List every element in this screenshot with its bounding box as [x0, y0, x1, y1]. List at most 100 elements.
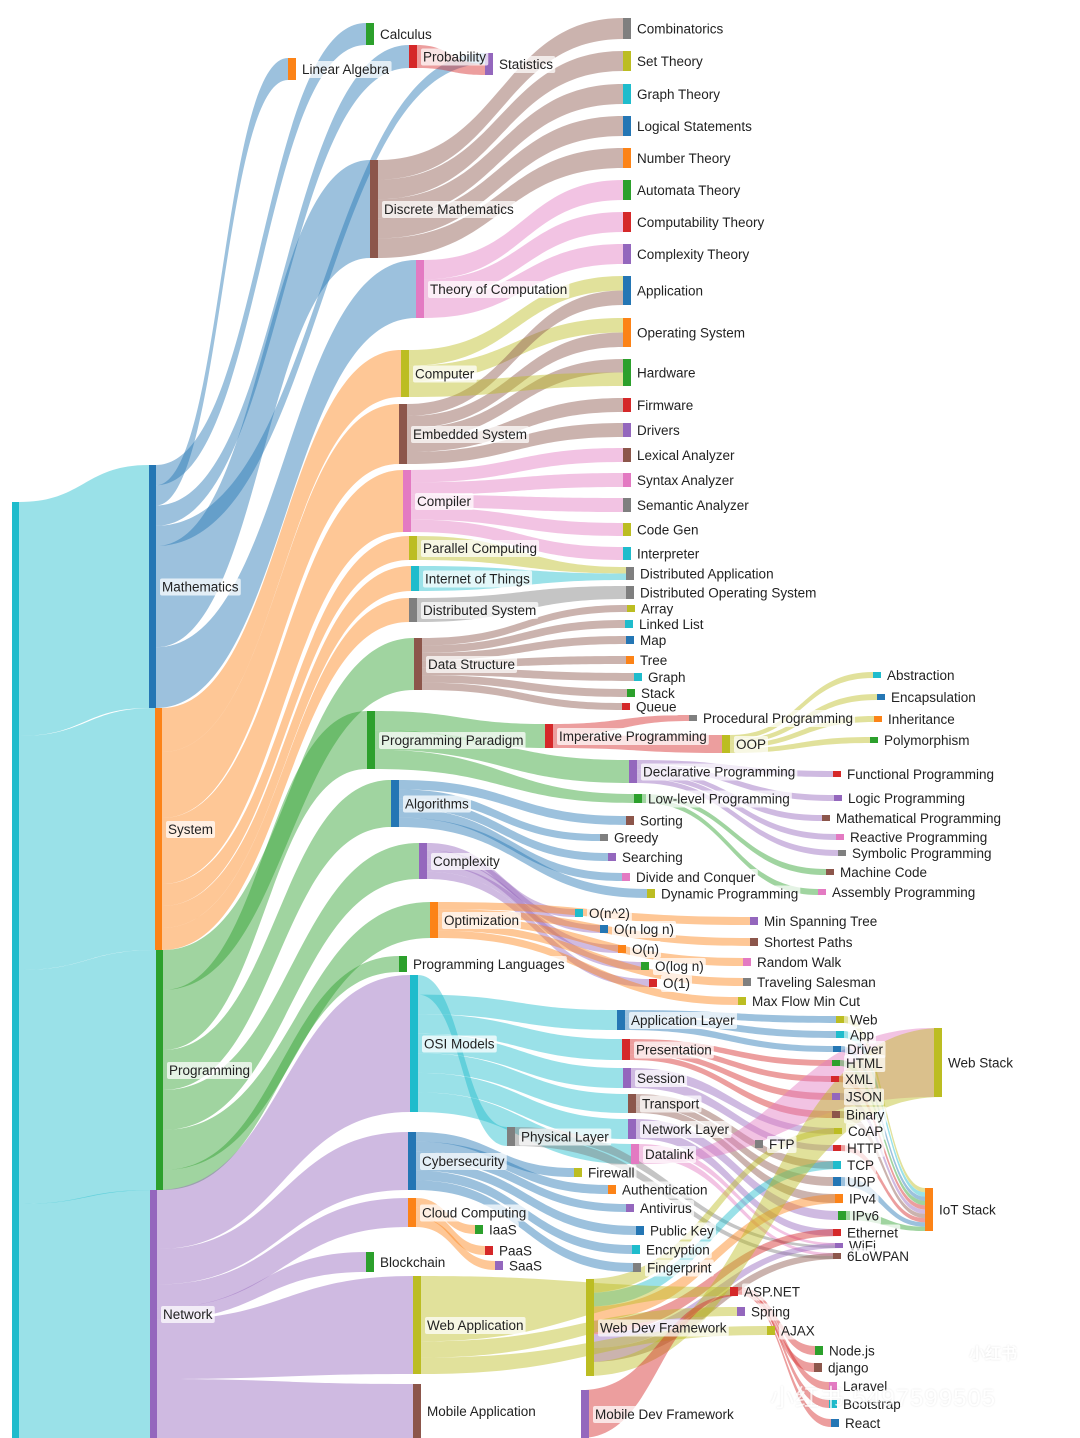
node-xml[interactable] [831, 1076, 839, 1082]
node-programming-paradigm[interactable] [367, 711, 375, 769]
node-theory-of-computation[interactable] [416, 260, 424, 318]
node-computability-theory[interactable] [623, 212, 631, 232]
node-computer[interactable] [401, 350, 409, 397]
node-imperative-programming[interactable] [545, 724, 553, 748]
node-set-theory[interactable] [623, 51, 631, 71]
node-o-n[interactable] [618, 945, 626, 953]
node-driver[interactable] [833, 1046, 841, 1052]
node-presentation[interactable] [622, 1039, 630, 1060]
node-traveling-salesman[interactable] [743, 978, 751, 986]
node-dynamic-programming[interactable] [647, 889, 655, 898]
node-distributed-application[interactable] [626, 567, 634, 580]
node-bootstrap[interactable] [829, 1400, 837, 1408]
node-distributed-operating-system[interactable] [626, 586, 634, 599]
node-transport[interactable] [628, 1094, 636, 1113]
node-procedural-programming[interactable] [689, 715, 697, 721]
node-syntax-analyzer[interactable] [623, 473, 631, 487]
node-o-log-n[interactable] [641, 962, 649, 970]
node-application[interactable] [623, 276, 631, 305]
node-oop[interactable] [722, 735, 730, 753]
node-optimization[interactable] [430, 902, 438, 938]
node-tree[interactable] [626, 656, 634, 664]
node-programming[interactable] [156, 950, 163, 1190]
node-operating-system[interactable] [623, 318, 631, 347]
node-html[interactable] [832, 1060, 840, 1066]
node-parallel-computing[interactable] [409, 536, 417, 560]
node-o-n-log-n[interactable] [600, 925, 608, 933]
node-o-1[interactable] [649, 979, 657, 987]
node-mobile-application[interactable] [413, 1384, 421, 1438]
node-coap[interactable] [834, 1128, 842, 1134]
node-drivers[interactable] [623, 423, 631, 437]
node-cybersecurity[interactable] [408, 1132, 416, 1190]
node-interpreter[interactable] [623, 547, 631, 560]
node-programming-languages[interactable] [399, 956, 407, 972]
node-functional-programming[interactable] [833, 771, 841, 777]
node-ipv4[interactable] [835, 1194, 843, 1203]
node-inheritance[interactable] [874, 716, 882, 722]
node-divide-and-conquer[interactable] [622, 873, 630, 881]
node-encapsulation[interactable] [877, 694, 885, 700]
node-mathematics[interactable] [149, 465, 156, 708]
node-web-stack[interactable] [934, 1028, 942, 1097]
node-asp-net[interactable] [730, 1287, 738, 1296]
node-o-n-2[interactable] [575, 909, 583, 917]
node-tcp[interactable] [833, 1161, 841, 1169]
node-queue[interactable] [622, 703, 630, 710]
node-saas[interactable] [495, 1261, 503, 1270]
node-mobile-dev-framework[interactable] [581, 1390, 589, 1438]
node-6lowpan[interactable] [833, 1253, 841, 1259]
node-data-structure[interactable] [414, 638, 422, 690]
node-searching[interactable] [608, 853, 616, 861]
node-algorithms[interactable] [391, 780, 399, 827]
node-machine-code[interactable] [826, 869, 834, 875]
node-http[interactable] [833, 1145, 841, 1151]
node-graph[interactable] [634, 673, 642, 681]
node-complexity-theory[interactable] [623, 244, 631, 264]
node-combinatorics[interactable] [623, 18, 631, 39]
node-network-layer[interactable] [628, 1119, 636, 1139]
node-distributed-system[interactable] [409, 598, 417, 622]
node-paas[interactable] [485, 1246, 493, 1255]
node-linear-algebra[interactable] [288, 58, 296, 80]
node-mathematical-programming[interactable] [822, 815, 830, 821]
node-app[interactable] [836, 1031, 844, 1038]
node-iaas[interactable] [475, 1225, 483, 1234]
node-system[interactable] [155, 708, 162, 950]
node-logical-statements[interactable] [623, 116, 631, 136]
node-linked-list[interactable] [625, 620, 633, 628]
node-authentication[interactable] [608, 1185, 616, 1194]
node-ajax[interactable] [767, 1326, 775, 1335]
node-discrete-mathematics[interactable] [370, 160, 378, 258]
node-low-level-programming[interactable] [634, 794, 642, 803]
node-ethernet[interactable] [833, 1229, 841, 1236]
node-internet-of-things[interactable] [411, 566, 419, 591]
node-max-flow-min-cut[interactable] [738, 997, 746, 1005]
node-sorting[interactable] [626, 816, 634, 825]
node-firmware[interactable] [623, 398, 631, 412]
node-django[interactable] [814, 1363, 822, 1372]
node-semantic-analyzer[interactable] [623, 498, 631, 512]
node-node-js[interactable] [815, 1346, 823, 1355]
node-cloud-computing[interactable] [408, 1198, 416, 1227]
node-osi-models[interactable] [410, 975, 418, 1112]
node-json[interactable] [832, 1093, 840, 1100]
node-physical-layer[interactable] [507, 1127, 515, 1146]
node-polymorphism[interactable] [870, 737, 878, 743]
node-datalink[interactable] [631, 1144, 639, 1164]
node-logic-programming[interactable] [834, 795, 842, 801]
node-embedded-system[interactable] [399, 404, 407, 464]
node-session[interactable] [623, 1068, 631, 1088]
node-root[interactable] [12, 502, 19, 1438]
node-graph-theory[interactable] [623, 84, 631, 104]
node-calculus[interactable] [366, 23, 374, 45]
node-wifi[interactable] [835, 1243, 843, 1248]
node-statistics[interactable] [485, 53, 493, 75]
node-shortest-paths[interactable] [750, 938, 758, 946]
node-iot-stack[interactable] [925, 1188, 933, 1231]
node-network[interactable] [150, 1190, 157, 1438]
node-antivirus[interactable] [626, 1204, 634, 1212]
node-public-key[interactable] [636, 1226, 644, 1235]
node-binary[interactable] [832, 1111, 840, 1118]
node-application-layer[interactable] [617, 1010, 625, 1030]
